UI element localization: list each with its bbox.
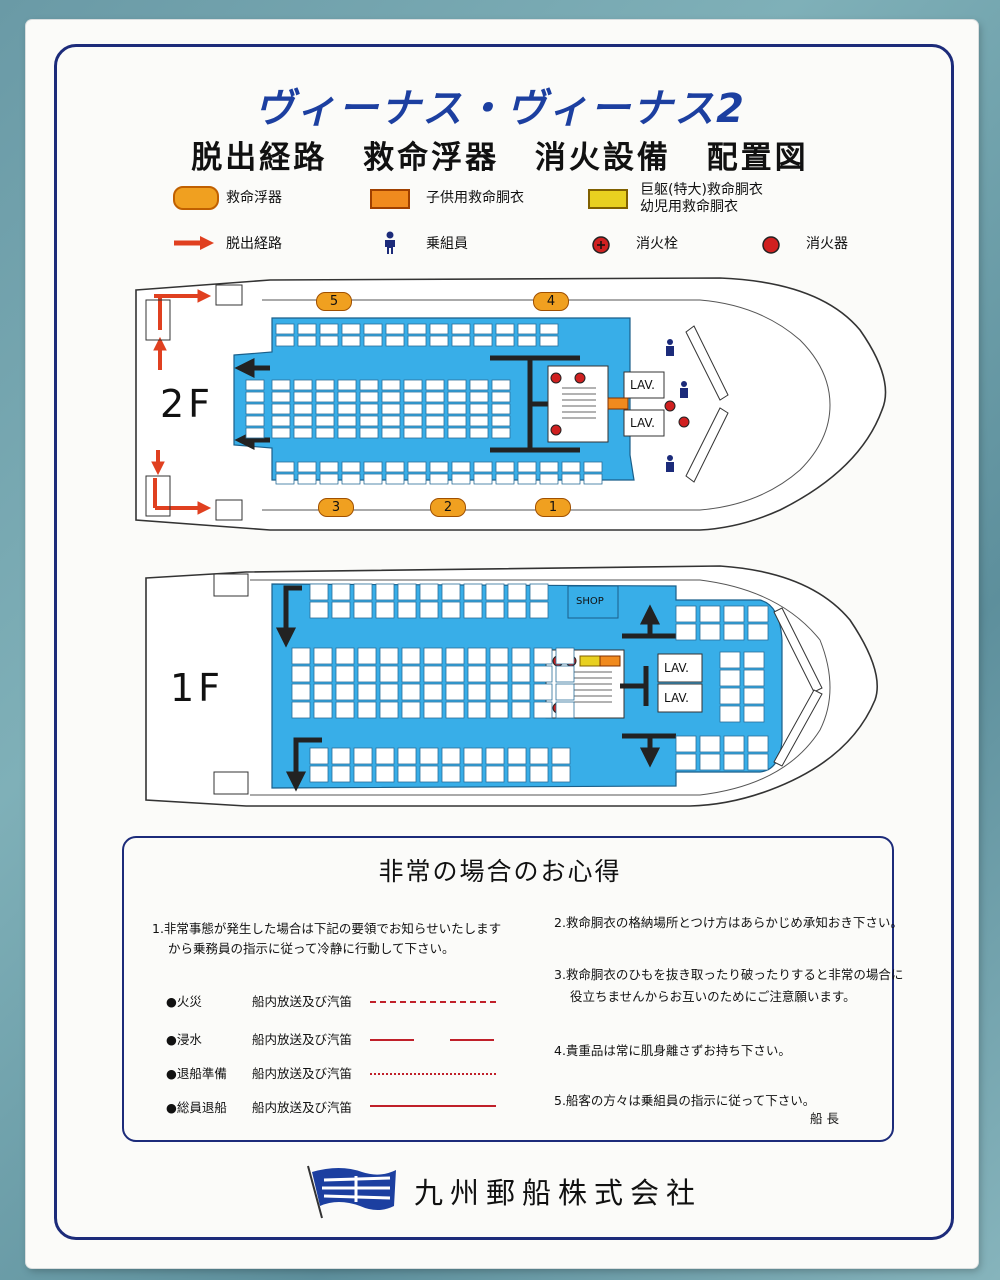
life-float-3: 3 [318, 498, 354, 517]
fire-extinguisher-icon [762, 236, 780, 254]
life-float-1: 1 [535, 498, 571, 517]
signal-abandon-all-name: ●総員退船 [166, 1100, 227, 1115]
legend-label-infant-lifejacket: 幼児用救命胴衣 [640, 199, 738, 215]
signal-flooding-name: ●浸水 [166, 1032, 202, 1047]
emergency-notice-box [122, 836, 894, 1142]
legend-label-crew: 乗組員 [426, 236, 468, 252]
life-float-5: 5 [316, 292, 352, 311]
poster-frame [54, 44, 954, 1240]
large-lifejacket-swatch [588, 189, 628, 209]
notice-item-1-line1: 1.非常事態が発生した場合は下記の要領でお知らせいたします [152, 921, 502, 936]
deck-1f-label: 1F [170, 666, 225, 710]
shop-label: SHOP [576, 596, 604, 607]
legend-label-large-lifejacket: 巨躯(特大)救命胴衣 [640, 182, 763, 198]
signal-abandon-prep-name: ●退船準備 [166, 1066, 227, 1081]
signal-fire-method: 船内放送及び汽笛 [252, 994, 353, 1009]
notice-item-2: 2.救命胴衣の格納場所とつけ方はあらかじめ承知おき下さい。 [554, 915, 903, 930]
legend-label-escape-route: 脱出経路 [226, 236, 282, 252]
signal-flooding-method: 船内放送及び汽笛 [252, 1032, 353, 1047]
notice-item-3-line1: 3.救命胴衣のひもを抜き取ったり破ったりすると非常の場合に [554, 967, 904, 982]
signal-abandon-prep-pattern [370, 1073, 496, 1075]
deck-2f-lav-label-upper: LAV. [630, 378, 655, 392]
deck-2f-lav-label-lower: LAV. [630, 416, 655, 430]
notice-item-3-line2: 役立ちませんからお互いのためにご注意願います。 [570, 989, 856, 1004]
child-lifejacket-swatch [370, 189, 410, 209]
deck-1f-lav-label-upper: LAV. [664, 661, 689, 675]
signal-abandon-all-pattern [370, 1105, 496, 1107]
legend-label-fire-hydrant: 消火栓 [636, 236, 678, 252]
signal-abandon-prep-method: 船内放送及び汽笛 [252, 1066, 353, 1081]
captain-signature: 船 長 [810, 1111, 839, 1126]
legend-label-life-float: 救命浮器 [226, 190, 282, 206]
notice-item-1-line2: から乗務員の指示に従って冷静に行動して下さい。 [168, 941, 455, 956]
signal-flooding-pattern-a [370, 1039, 414, 1041]
crew-icon [385, 231, 395, 254]
life-float-4: 4 [533, 292, 569, 311]
company-name: 九州郵船株式会社 [414, 1176, 703, 1210]
life-float-swatch [173, 186, 219, 210]
signal-abandon-all-method: 船内放送及び汽笛 [252, 1100, 353, 1115]
notice-item-4: 4.貴重品は常に肌身離さずお持ち下さい。 [554, 1043, 791, 1058]
life-float-2: 2 [430, 498, 466, 517]
signal-fire-name: ●火災 [166, 994, 202, 1009]
legend-label-fire-extinguisher: 消火器 [806, 236, 848, 252]
fire-hydrant-icon [592, 236, 610, 254]
company-flag-icon [307, 1165, 396, 1219]
deck-1f-lav-label-lower: LAV. [664, 691, 689, 705]
plan-subtitle: 脱出経路 救命浮器 消火設備 配置図 [191, 140, 809, 176]
legend-label-child-lifejacket: 子供用救命胴衣 [426, 190, 524, 206]
signal-flooding-pattern-b [450, 1039, 494, 1041]
deck-2f-label: 2F [160, 382, 215, 426]
ship-name-title: ヴィーナス・ヴィーナス2 [254, 86, 746, 132]
emergency-notice-title: 非常の場合のお心得 [378, 857, 622, 886]
notice-item-5: 5.船客の方々は乗組員の指示に従って下さい。 [554, 1093, 816, 1108]
escape-route-arrow-icon [174, 236, 214, 250]
signal-fire-pattern [370, 1001, 496, 1003]
